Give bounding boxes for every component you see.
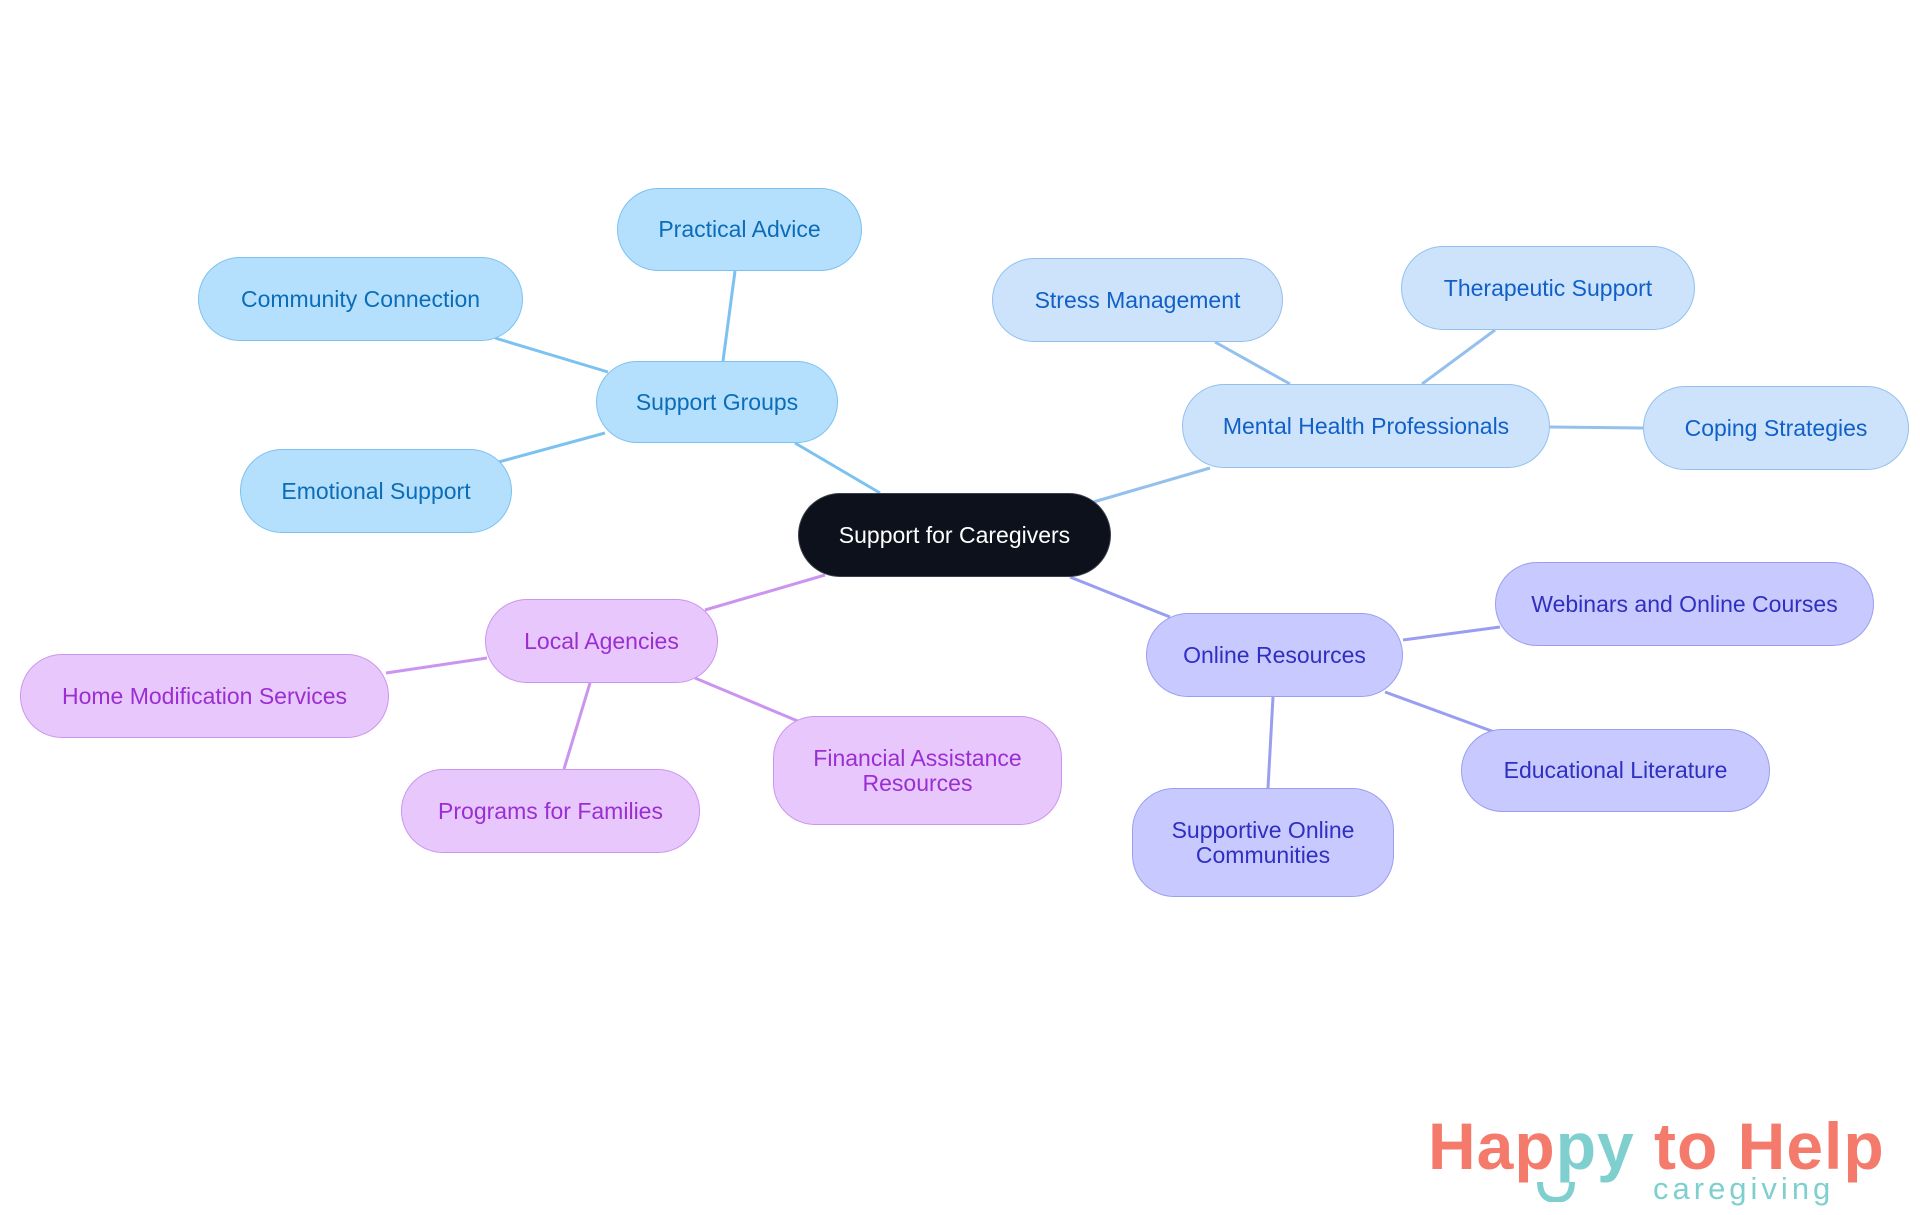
node-local-agencies[interactable]: Local Agencies <box>485 599 718 683</box>
node-programs-for-families[interactable]: Programs for Families <box>401 769 700 853</box>
node-support-groups[interactable]: Support Groups <box>596 361 838 443</box>
node-label: Emotional Support <box>281 477 471 504</box>
node-community-connection[interactable]: Community Connection <box>198 257 523 341</box>
node-webinars-and-online-courses[interactable]: Webinars and Online Courses <box>1495 562 1874 646</box>
node-label: Stress Management <box>1034 286 1241 313</box>
node-label: Programs for Families <box>438 797 663 824</box>
node-label: Home Modification Services <box>61 682 348 709</box>
node-coping-strategies[interactable]: Coping Strategies <box>1643 386 1909 470</box>
logo-wordmark: Happy to Help <box>1428 1109 1885 1183</box>
node-online-resources[interactable]: Online Resources <box>1146 613 1403 697</box>
node-supportive-online-communities[interactable]: Supportive Online Communities <box>1132 788 1394 897</box>
node-practical-advice[interactable]: Practical Advice <box>617 188 862 271</box>
node-label-line-2: Communities <box>1195 841 1331 868</box>
node-label: Support Groups <box>635 388 799 415</box>
node-label-line-2: Resources <box>862 769 973 796</box>
node-mental-health-professionals[interactable]: Mental Health Professionals <box>1182 384 1550 468</box>
node-label: Support for Caregivers <box>838 521 1071 548</box>
logo-subtitle: caregiving <box>1653 1171 1835 1206</box>
node-label: Coping Strategies <box>1684 414 1868 441</box>
node-stress-management[interactable]: Stress Management <box>992 258 1283 342</box>
node-educational-literature[interactable]: Educational Literature <box>1461 729 1770 812</box>
node-emotional-support[interactable]: Emotional Support <box>240 449 512 533</box>
node-label: Practical Advice <box>658 216 821 242</box>
node-therapeutic-support[interactable]: Therapeutic Support <box>1401 246 1695 330</box>
happy-to-help-logo: Happy to Help caregiving <box>1428 1110 1888 1210</box>
node-label: Mental Health Professionals <box>1222 412 1510 439</box>
node-label: Educational Literature <box>1503 757 1728 783</box>
node-label: Webinars and Online Courses <box>1531 590 1838 617</box>
node-label: Local Agencies <box>524 627 679 654</box>
smile-icon <box>1537 1181 1575 1202</box>
node-label: Therapeutic Support <box>1443 274 1653 301</box>
node-label-line-1: Supportive Online <box>1171 816 1355 843</box>
node-label: Community Connection <box>240 285 481 312</box>
node-financial-assistance-resources[interactable]: Financial Assistance Resources <box>773 716 1062 825</box>
root-node-support-for-caregivers[interactable]: Support for Caregivers <box>798 493 1111 577</box>
node-label-line-1: Financial Assistance <box>813 744 1022 771</box>
node-label: Online Resources <box>1183 641 1366 668</box>
node-home-modification-services[interactable]: Home Modification Services <box>20 654 389 738</box>
